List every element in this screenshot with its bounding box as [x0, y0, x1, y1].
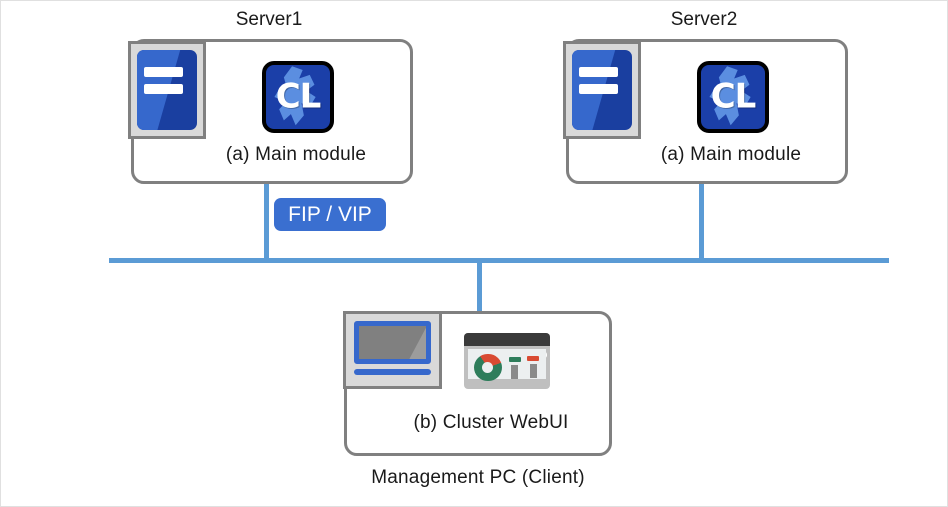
network-bus — [109, 258, 889, 263]
server2-network-link — [699, 184, 704, 261]
server-icon — [128, 41, 206, 139]
cl-icon: CL — [697, 61, 769, 133]
server2-module-label: (a) Main module — [660, 144, 802, 165]
cl-icon: CL — [262, 61, 334, 133]
server-icon — [563, 41, 641, 139]
server1-module-label: (a) Main module — [225, 144, 367, 165]
browser-dashboard-icon — [464, 333, 550, 389]
client-module-label: (b) Cluster WebUI — [413, 412, 569, 433]
client-network-link — [477, 258, 482, 311]
fip-vip-badge[interactable]: FIP / VIP — [274, 198, 386, 231]
monitor-icon — [343, 311, 442, 389]
server2-title: Server2 — [670, 9, 738, 30]
client-title: Management PC (Client) — [371, 467, 585, 488]
cl-icon-label: CL — [710, 76, 757, 117]
cl-icon-label: CL — [275, 76, 322, 117]
server1-title: Server1 — [235, 9, 303, 30]
server1-network-link — [264, 184, 269, 261]
